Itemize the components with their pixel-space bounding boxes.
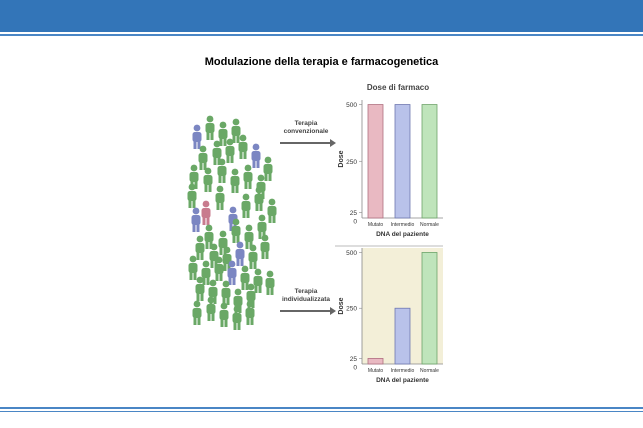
x-axis-label: DNA del paziente [376,231,429,238]
person-icon [206,296,216,321]
person-icon [232,305,242,330]
person-icon [195,235,205,260]
header-band [0,0,643,32]
person-icon [235,241,245,266]
person-icon [198,145,208,170]
x-tick-label: Normale [420,368,439,374]
person-icon [203,167,213,192]
person-icon [215,185,225,210]
bar [394,104,411,219]
person-icon [192,300,202,325]
y-tick-label: 25 [350,210,358,217]
person-icon [222,246,232,271]
arrow-label-bottom-2: individualizzata [282,296,330,303]
bar [394,307,411,365]
footer-rule [0,407,643,409]
footer-rule-thin [0,411,643,412]
person-icon [204,224,214,249]
person-icon [248,244,258,269]
arrow-label-bottom-1: Terapia [295,288,318,295]
x-tick-label: Mutato [368,368,384,374]
person-icon [238,134,248,159]
x-tick-label: Mutato [368,222,384,228]
arrow-label-top-1: Terapia [295,120,318,127]
bar [367,358,384,365]
person-icon [218,121,228,146]
arrow-label-top-2: convenzionale [284,128,329,135]
person-icon [227,260,237,285]
person-icon [221,280,231,305]
person-icon [251,143,261,168]
person-icon [231,218,241,243]
person-icon [192,124,202,149]
y-tick-label: 500 [346,102,357,109]
person-icon [253,268,263,293]
x-tick-label: Normale [420,222,439,228]
y-axis-label: Dose [338,297,345,314]
figure-header: Dose di farmaco [367,83,429,92]
person-icon [244,224,254,249]
y-tick-label: 0 [353,365,357,372]
bar [421,104,438,219]
person-icon [265,270,275,295]
person-icon [243,164,253,189]
y-axis-label: Dose [338,150,345,167]
y-tick-label: 500 [346,250,357,257]
person-icon [254,186,264,211]
person-icon [187,183,197,208]
person-icon [191,207,201,232]
person-icon [263,156,273,181]
x-tick-label: Intermedio [391,368,415,374]
person-icon [217,158,227,183]
bar [421,252,438,365]
person-icon [231,118,241,143]
person-icon [240,265,250,290]
y-tick-label: 0 [353,219,357,226]
slide-title: Modulazione della terapia e farmacogenet… [204,56,439,68]
person-icon [214,256,224,281]
person-icon [195,276,205,301]
y-tick-label: 25 [350,356,358,363]
x-tick-label: Intermedio [391,222,415,228]
y-tick-label: 250 [346,159,357,166]
person-icon [205,115,215,140]
x-axis-label: DNA del paziente [376,377,429,384]
person-icon [188,255,198,280]
y-tick-label: 250 [346,306,357,313]
person-icon [219,302,229,327]
person-icon [241,193,251,218]
person-icon [260,234,270,259]
person-icon [230,168,240,193]
person-icon [267,198,277,223]
person-icon [201,260,211,285]
person-crowd-icon [187,115,277,330]
header-rule [0,34,643,36]
person-icon [245,300,255,325]
bar [367,104,384,219]
arrow-conventional: Terapia convenzionale [280,120,336,147]
arrow-individualized: Terapia individualizzata [280,288,336,315]
person-icon [225,138,235,163]
person-icon [201,200,211,225]
